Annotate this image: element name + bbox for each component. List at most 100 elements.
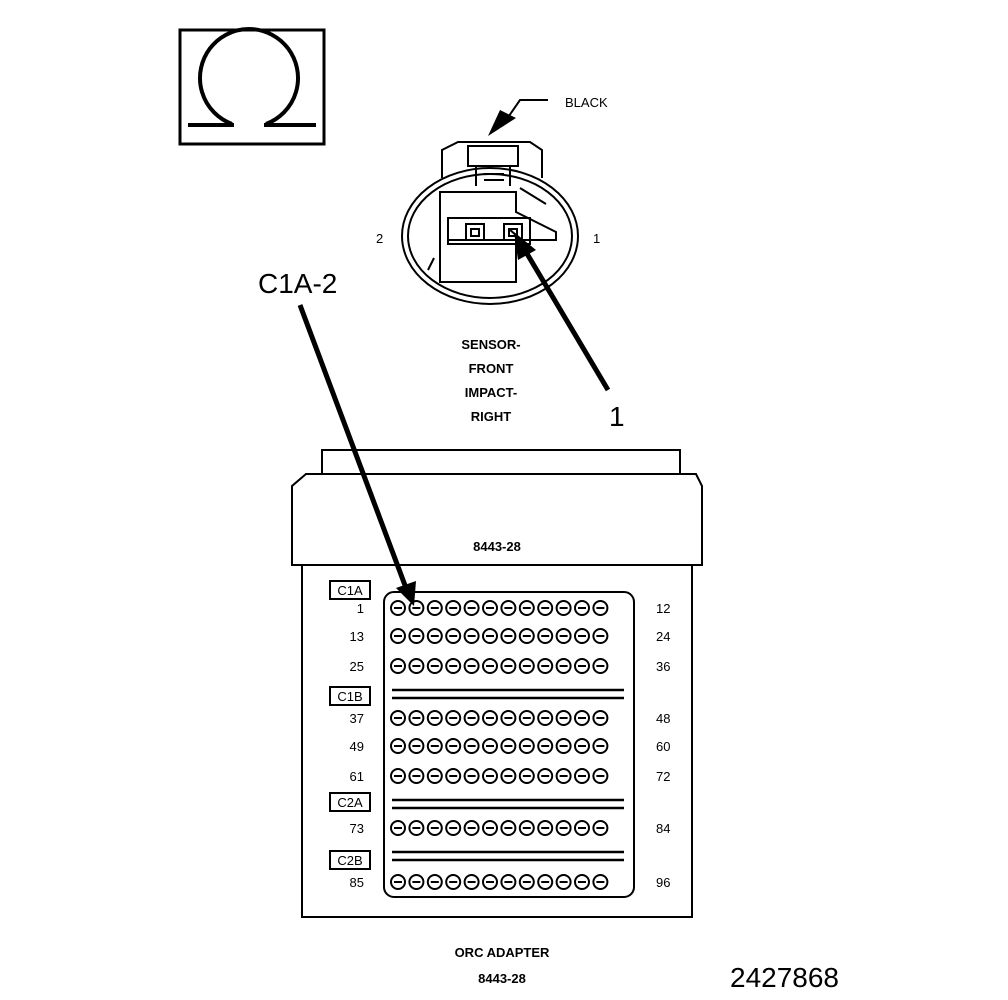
pin-socket: [555, 874, 572, 890]
ohm-icon: [178, 27, 326, 146]
pin-socket: [426, 738, 443, 754]
row-end-pin-number: 12: [656, 601, 670, 616]
pin-socket: [537, 600, 554, 616]
pin-socket: [390, 874, 406, 890]
pin-socket: [592, 600, 609, 616]
figure-id: 2427868: [730, 962, 839, 993]
pin-socket: [482, 658, 498, 674]
connector-name-line: RIGHT: [471, 409, 512, 424]
pin-socket: [482, 820, 498, 836]
pin-socket: [445, 768, 462, 784]
pin-socket: [500, 738, 517, 754]
pin-socket: [555, 820, 572, 836]
row-start-pin-number: 61: [350, 769, 364, 784]
row-end-pin-number: 60: [656, 739, 670, 754]
pin-socket: [518, 874, 535, 890]
pin-socket: [463, 738, 480, 754]
pin-socket: [555, 710, 572, 726]
pin-socket: [555, 768, 572, 784]
row-start-pin-number: 85: [350, 875, 364, 890]
connector-name-line: IMPACT-: [465, 385, 517, 400]
connector-name-line: SENSOR-: [461, 337, 520, 352]
orc-adapter-body: [291, 449, 703, 918]
row-end-pin-number: 24: [656, 629, 670, 644]
pin-socket: [518, 658, 535, 674]
pin-socket: [390, 710, 406, 726]
connector-color-label: BLACK: [565, 95, 608, 110]
pin-socket: [500, 628, 517, 644]
pin-socket: [426, 710, 443, 726]
pin-socket: [390, 658, 406, 674]
row-end-pin-number: 36: [656, 659, 670, 674]
section-label-box: [329, 792, 371, 812]
pin-socket: [408, 820, 425, 836]
pin-socket: [408, 628, 425, 644]
section-label: C1B: [337, 689, 362, 704]
pin-socket: [555, 738, 572, 754]
pin-socket: [500, 874, 517, 890]
pin-socket: [482, 628, 498, 644]
pin-socket: [482, 600, 498, 616]
pin-socket: [445, 874, 462, 890]
sensor-connector: [401, 141, 579, 305]
pin-socket: [574, 628, 590, 644]
pin-socket: [574, 710, 590, 726]
row-start-pin-number: 73: [350, 821, 364, 836]
pin-socket: [537, 820, 554, 836]
pin-socket: [592, 658, 609, 674]
connector-color-callout: BLACK: [488, 95, 608, 136]
pin-socket: [574, 768, 590, 784]
row-start-pin-number: 13: [350, 629, 364, 644]
pin-socket: [390, 768, 406, 784]
pin-socket: [463, 600, 480, 616]
pin-socket: [592, 710, 609, 726]
adapter-title: ORC ADAPTER: [455, 945, 550, 960]
pin-socket: [518, 768, 535, 784]
pin-socket: [463, 710, 480, 726]
pin-socket: [408, 600, 425, 616]
pin-socket: [463, 768, 480, 784]
row-end-pin-number: 96: [656, 875, 670, 890]
section-label: C1A: [337, 583, 363, 598]
pin-reference-arrow: [297, 304, 416, 606]
pin-socket: [426, 820, 443, 836]
pin-socket: [482, 768, 498, 784]
pin-socket: [555, 600, 572, 616]
pin-socket: [390, 820, 406, 836]
pin-socket: [537, 628, 554, 644]
pin-socket: [592, 628, 609, 644]
pin-socket: [426, 874, 443, 890]
pin-socket: [426, 768, 443, 784]
row-start-pin-number: 49: [350, 739, 364, 754]
pin-socket: [500, 768, 517, 784]
pin-socket: [518, 600, 535, 616]
pin-socket: [500, 658, 517, 674]
pin-socket: [482, 710, 498, 726]
pin-socket: [555, 658, 572, 674]
pin-socket: [592, 820, 609, 836]
pin-socket: [537, 710, 554, 726]
adapter-part-number-top: 8443-28: [473, 539, 521, 554]
pin-socket: [390, 628, 406, 644]
pin-socket: [426, 628, 443, 644]
row-end-pin-number: 84: [656, 821, 670, 836]
section-label-box: [329, 580, 371, 600]
pin-socket: [574, 874, 590, 890]
pin-socket: [408, 874, 425, 890]
pin-socket: [408, 658, 425, 674]
pin-socket: [463, 874, 480, 890]
pin-socket: [445, 600, 462, 616]
pin-number-1: 1: [593, 231, 600, 246]
adapter-part-number-bottom: 8443-28: [478, 971, 526, 986]
callout-number: 1: [609, 401, 625, 432]
row-start-pin-number: 37: [350, 711, 364, 726]
pin-socket: [500, 820, 517, 836]
pin-socket: [463, 820, 480, 836]
pin-socket: [463, 658, 480, 674]
pin-socket: [445, 710, 462, 726]
pin-socket: [482, 874, 498, 890]
connector-name-line: FRONT: [469, 361, 514, 376]
pin-socket: [518, 738, 535, 754]
